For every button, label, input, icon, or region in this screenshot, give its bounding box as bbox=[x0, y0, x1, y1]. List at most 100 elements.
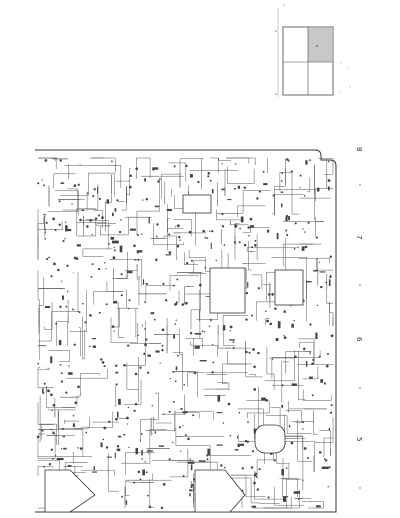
pad bbox=[101, 216, 104, 219]
pad bbox=[115, 364, 118, 367]
trace bbox=[172, 352, 183, 391]
pad bbox=[136, 250, 143, 253]
pad bbox=[123, 364, 126, 367]
pad bbox=[211, 343, 214, 346]
pad bbox=[103, 262, 106, 264]
pad bbox=[248, 235, 250, 237]
pad bbox=[194, 345, 200, 349]
trace bbox=[190, 309, 201, 339]
trace bbox=[38, 311, 79, 342]
pad bbox=[62, 435, 65, 438]
pad bbox=[249, 217, 253, 221]
trace bbox=[230, 220, 249, 226]
pad bbox=[229, 339, 235, 341]
trace bbox=[313, 417, 334, 472]
pad bbox=[127, 406, 130, 409]
pad bbox=[286, 495, 289, 498]
pad bbox=[97, 214, 101, 217]
pad bbox=[220, 464, 223, 467]
pad bbox=[73, 184, 77, 187]
pad bbox=[280, 191, 284, 193]
trace bbox=[81, 469, 115, 476]
pad bbox=[76, 244, 81, 247]
pad bbox=[190, 484, 194, 487]
pad bbox=[324, 459, 328, 462]
pad bbox=[241, 467, 244, 470]
pad bbox=[319, 271, 326, 273]
trace bbox=[329, 302, 334, 327]
pad bbox=[253, 365, 256, 369]
pad bbox=[302, 428, 304, 430]
pad bbox=[175, 301, 178, 305]
pad bbox=[103, 426, 107, 430]
pad bbox=[207, 175, 210, 178]
pad bbox=[240, 216, 244, 223]
pad bbox=[137, 334, 140, 337]
pad bbox=[185, 301, 188, 305]
pad bbox=[194, 333, 202, 335]
pad bbox=[98, 197, 101, 200]
pad bbox=[65, 225, 68, 232]
pad bbox=[43, 465, 45, 468]
pad bbox=[233, 241, 237, 244]
pad bbox=[168, 251, 172, 254]
pad bbox=[141, 449, 143, 456]
pad bbox=[263, 183, 268, 186]
pad bbox=[182, 475, 185, 478]
pad bbox=[257, 351, 260, 355]
pad bbox=[144, 461, 146, 463]
pad bbox=[184, 434, 187, 437]
pad bbox=[113, 249, 116, 252]
trace bbox=[318, 158, 334, 175]
pad bbox=[281, 203, 283, 208]
trace bbox=[217, 382, 230, 389]
pad bbox=[247, 281, 249, 288]
pad bbox=[168, 410, 171, 413]
pad bbox=[185, 164, 188, 168]
pad bbox=[274, 307, 277, 310]
trace bbox=[297, 419, 313, 462]
pad bbox=[320, 379, 323, 383]
trace bbox=[245, 341, 263, 378]
pad bbox=[54, 229, 57, 232]
pad bbox=[162, 483, 166, 486]
pad bbox=[253, 388, 256, 391]
pad bbox=[57, 268, 60, 272]
pad bbox=[165, 299, 168, 302]
pad bbox=[119, 245, 123, 253]
pad bbox=[234, 187, 236, 190]
pad bbox=[280, 180, 283, 182]
pad bbox=[290, 441, 294, 445]
pad bbox=[285, 229, 288, 232]
pad bbox=[91, 471, 98, 473]
pad bbox=[73, 256, 77, 260]
trace bbox=[252, 489, 300, 509]
pad bbox=[77, 447, 79, 449]
pad bbox=[285, 216, 288, 222]
pad bbox=[199, 283, 202, 287]
pad bbox=[232, 341, 235, 343]
trace bbox=[57, 411, 84, 429]
pad bbox=[62, 240, 65, 243]
pad bbox=[133, 244, 136, 247]
pad bbox=[281, 172, 284, 175]
pad bbox=[176, 278, 179, 281]
pad bbox=[144, 343, 147, 346]
pad bbox=[299, 174, 302, 177]
pad bbox=[307, 221, 310, 224]
pad bbox=[211, 371, 214, 374]
pad bbox=[116, 199, 119, 202]
pad bbox=[189, 489, 193, 492]
zone-label-7: 7 bbox=[355, 235, 363, 239]
pad bbox=[243, 243, 247, 247]
trace bbox=[184, 252, 199, 265]
pad bbox=[190, 481, 193, 484]
pad bbox=[134, 402, 138, 406]
pad bbox=[114, 208, 117, 212]
pad bbox=[64, 238, 66, 240]
pad bbox=[180, 407, 183, 411]
pad bbox=[79, 164, 81, 166]
pad bbox=[198, 460, 206, 462]
trace bbox=[38, 367, 50, 371]
pad bbox=[71, 203, 73, 205]
